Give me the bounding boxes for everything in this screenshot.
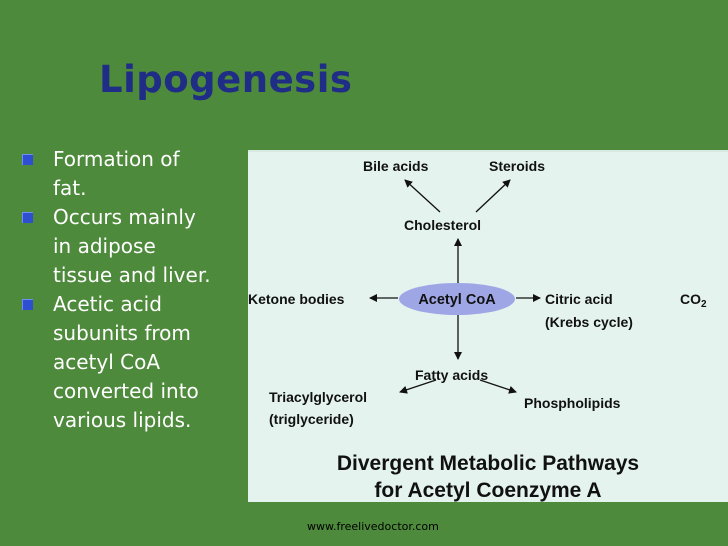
acetyl-coa-label: Acetyl CoA	[418, 292, 496, 308]
bullet-line: in adipose	[53, 234, 156, 258]
square-bullet-icon	[22, 299, 33, 310]
fatty-acids-label: Fatty acids	[415, 367, 488, 383]
co2-label: CO2	[680, 291, 707, 310]
bullet-item-3: Acetic acid subunits from acetyl CoA con…	[20, 290, 230, 435]
bullet-list: Formation of fat. Occurs mainly in adipo…	[20, 145, 230, 435]
bullet-line: Occurs mainly	[53, 205, 196, 229]
arrow-to-steroids	[475, 179, 511, 213]
bullet-line: Formation of	[53, 147, 180, 171]
bullet-line: various lipids.	[53, 408, 192, 432]
bullet-line: converted into	[53, 379, 199, 403]
triacylglycerol-label: Triacylglycerol	[269, 389, 367, 405]
cholesterol-label: Cholesterol	[404, 217, 481, 233]
bile-acids-label: Bile acids	[363, 158, 429, 174]
arrow-to-phospholipids	[479, 379, 517, 394]
ketone-bodies-label: Ketone bodies	[248, 291, 345, 307]
citric-acid-label: Citric acid	[545, 291, 613, 307]
diagram-caption-line-1: Divergent Metabolic Pathways	[337, 452, 639, 475]
bullet-line: acetyl CoA	[53, 350, 161, 374]
footer-url: www.freelivedoctor.com	[307, 520, 439, 533]
bullet-line: tissue and liver.	[53, 263, 211, 287]
phospholipids-label: Phospholipids	[524, 395, 621, 411]
triglyceride-label: (triglyceride)	[269, 411, 354, 427]
metabolic-pathway-diagram: Acetyl CoA Bile acids Steroids Cholester…	[248, 150, 728, 502]
slide-title: Lipogenesis	[99, 58, 353, 101]
bullet-line: Acetic acid	[53, 292, 162, 316]
square-bullet-icon	[22, 154, 33, 165]
steroids-label: Steroids	[489, 158, 545, 174]
co2-subscript: 2	[701, 299, 707, 310]
arrow-to-triacylglycerol	[399, 379, 437, 394]
co2-text: CO	[680, 291, 701, 307]
acetyl-coa-oval	[399, 283, 515, 315]
pathway-svg: Acetyl CoA Bile acids Steroids Cholester…	[248, 158, 707, 502]
square-bullet-icon	[22, 212, 33, 223]
krebs-cycle-label: (Krebs cycle)	[545, 314, 633, 330]
bullet-item-1: Formation of fat.	[20, 145, 230, 203]
bullet-line: subunits from	[53, 321, 191, 345]
arrow-to-bile-acids	[404, 179, 441, 213]
bullet-line: fat.	[53, 176, 87, 200]
diagram-caption-line-2: for Acetyl Coenzyme A	[374, 479, 601, 502]
bullet-item-2: Occurs mainly in adipose tissue and live…	[20, 203, 230, 290]
